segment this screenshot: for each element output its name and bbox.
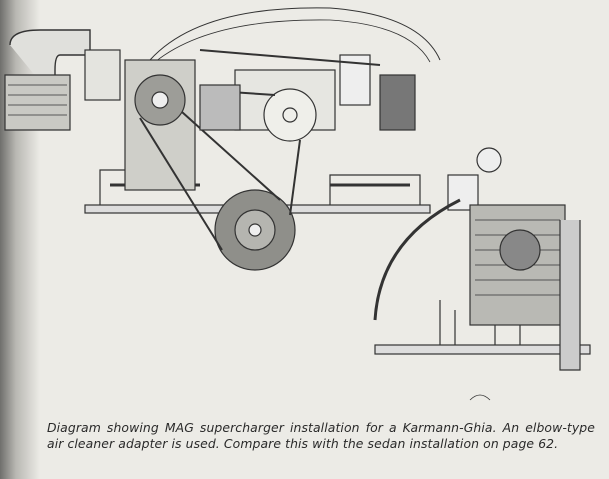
rear-view-engine-drawing [373,147,591,371]
figure-caption: Diagram showing MAG supercharger install… [47,420,595,451]
side-view-engine-drawing [4,7,441,271]
page-number-mark [469,394,491,401]
